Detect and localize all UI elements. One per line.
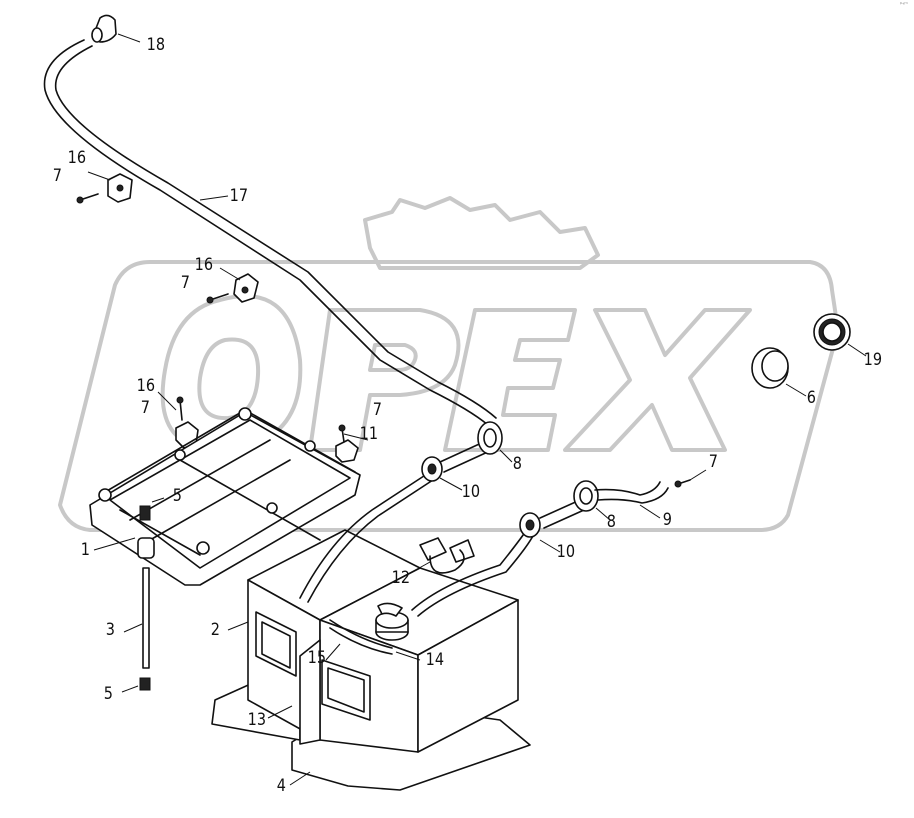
part-3-rod bbox=[137, 505, 155, 691]
callout-7-upper: 7 bbox=[52, 166, 63, 186]
callout-17: 17 bbox=[229, 186, 249, 206]
part-2-battery-right bbox=[299, 567, 519, 753]
callout-3: 3 bbox=[105, 620, 116, 640]
callout-8-lower: 8 bbox=[606, 512, 617, 532]
part-18-cap bbox=[91, 14, 117, 43]
callout-19: 19 bbox=[863, 350, 883, 370]
callout-7-right: 7 bbox=[708, 452, 719, 472]
callout-14: 14 bbox=[425, 650, 445, 670]
corner-mark: ᵖ˞ᵐ bbox=[899, 1, 908, 8]
part-9-hose bbox=[594, 481, 669, 504]
watermark-frame bbox=[58, 260, 840, 532]
watermark-gear bbox=[363, 196, 600, 270]
callout-12: 12 bbox=[391, 568, 411, 588]
callout-11: 11 bbox=[359, 424, 379, 444]
part-7-bolt-right bbox=[674, 479, 691, 488]
callout-16-lower: 16 bbox=[136, 376, 156, 396]
part-16-clamp-middle bbox=[206, 273, 259, 304]
part-17-hose bbox=[43, 39, 497, 426]
callout-15: 15 bbox=[307, 648, 327, 668]
callout-13: 13 bbox=[247, 710, 267, 730]
callout-5-upper: 5 bbox=[172, 486, 183, 506]
callout-18: 18 bbox=[146, 35, 166, 55]
part-11-clamp bbox=[335, 424, 359, 463]
callout-7-middle: 7 bbox=[180, 273, 191, 293]
callout-10-right: 10 bbox=[556, 542, 576, 562]
callout-4: 4 bbox=[276, 776, 287, 796]
watermark-logo bbox=[58, 196, 840, 532]
part-8-grommet-upper bbox=[439, 421, 503, 473]
part-16-clamp-upper bbox=[76, 173, 133, 204]
part-1-tray bbox=[89, 407, 361, 586]
part-19-grommet bbox=[813, 313, 851, 351]
leader-lines bbox=[87, 33, 867, 786]
part-15-vent-tube bbox=[329, 619, 393, 655]
callout-6: 6 bbox=[806, 388, 817, 408]
callout-10-left: 10 bbox=[461, 482, 481, 502]
callout-16-middle: 16 bbox=[194, 255, 214, 275]
part-10-grommet-left bbox=[421, 456, 443, 482]
watermark-letter-p bbox=[308, 308, 461, 452]
callout-5-lower: 5 bbox=[103, 684, 114, 704]
part-6-grommet bbox=[751, 347, 789, 389]
callout-1: 1 bbox=[80, 540, 91, 560]
part-12-manifold bbox=[299, 471, 535, 617]
callout-8-upper: 8 bbox=[512, 454, 523, 474]
watermark-letter-e bbox=[443, 308, 577, 452]
callout-16-upper: 16 bbox=[67, 148, 87, 168]
callout-7-lower: 7 bbox=[140, 398, 151, 418]
callout-9: 9 bbox=[662, 510, 673, 530]
callout-2: 2 bbox=[210, 620, 221, 640]
part-10-grommet-right bbox=[519, 512, 541, 538]
part-14-vent-plug bbox=[375, 602, 409, 641]
callout-7-clamp-11: 7 bbox=[372, 400, 383, 420]
part-8-grommet-lower bbox=[539, 480, 599, 529]
watermark-letter-x bbox=[563, 308, 752, 452]
